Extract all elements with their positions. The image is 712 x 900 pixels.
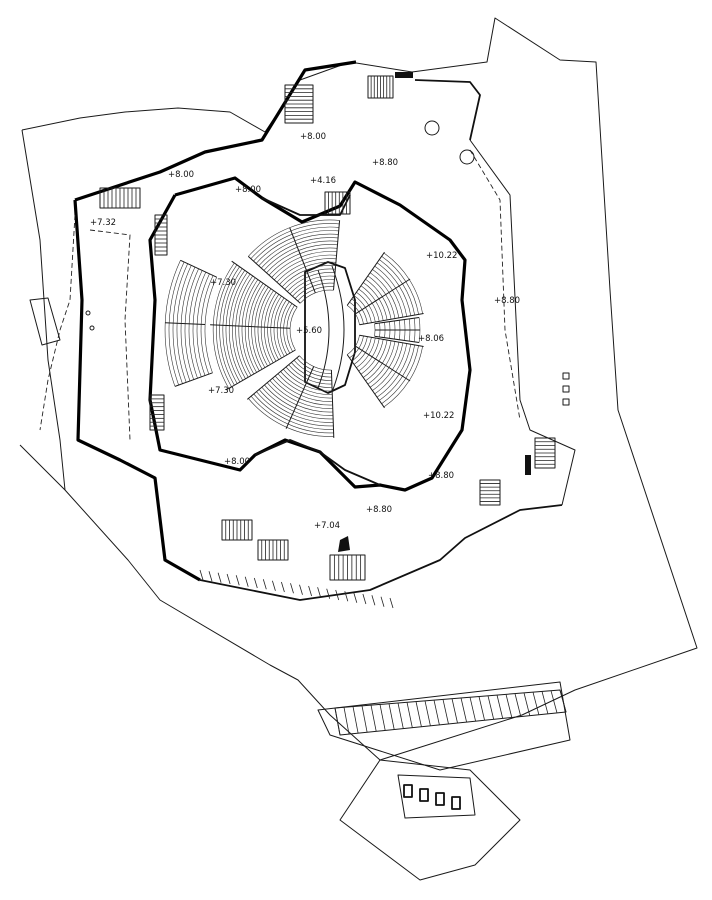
stairs (99, 75, 556, 609)
level-southwest-block: +7.30 (208, 386, 234, 396)
stair-southwest (149, 394, 165, 431)
stair-north-foyer (324, 191, 351, 215)
level-west-block: +7.30 (210, 278, 236, 288)
hall-boundary (148, 176, 472, 492)
seating (164, 219, 424, 438)
stair-south-2 (257, 539, 289, 561)
level-nw-outer: +8.00 (168, 170, 194, 180)
stair-west-inner (154, 214, 168, 256)
stair-south-1 (221, 519, 253, 541)
level-stage: +5.60 (296, 326, 322, 336)
east-windows (562, 372, 570, 406)
level-east-terrace: +8.06 (418, 334, 444, 344)
seating-east-lower (346, 334, 424, 409)
south-ramp (334, 689, 567, 736)
site-outline (19, 17, 698, 881)
stair-west (99, 187, 141, 209)
outer-shell (39, 60, 576, 601)
seating-south (246, 355, 335, 438)
level-nw-upper: +8.00 (300, 132, 326, 142)
columns (85, 120, 475, 331)
level-east-upper: +10.22 (426, 251, 457, 261)
stair-north (367, 75, 394, 99)
level-west: +7.32 (90, 218, 116, 228)
pavilion-squares (397, 774, 476, 819)
seating-east-terrace (374, 317, 421, 343)
level-north-upper: +8.00 (235, 185, 261, 195)
level-north-east: +8.80 (372, 158, 398, 168)
stair-south-east (479, 479, 501, 506)
level-labels: +5.60 +8.00 +8.00 +8.00 +4.16 +8.80 +7.3… (90, 132, 520, 531)
level-south: +8.00 (224, 457, 250, 467)
stair-south-3 (329, 554, 366, 581)
level-east-lower: +10.22 (423, 411, 454, 421)
level-south-east: +8.80 (366, 505, 392, 515)
seating-east-upper (346, 251, 424, 326)
level-north-foyer: +4.16 (310, 176, 336, 186)
south-gallery-hatch (199, 569, 394, 609)
seating-west-main (210, 260, 298, 391)
seating-west-upper (164, 259, 217, 387)
stage (304, 261, 356, 394)
stair-east (534, 437, 556, 469)
level-southeast: +8.80 (428, 471, 454, 481)
level-east-foyer: +8.80 (494, 296, 520, 306)
level-south-foyer: +7.04 (314, 521, 340, 531)
solid-markers (338, 72, 531, 552)
stair-north-west (284, 84, 314, 124)
seating-north (247, 219, 341, 304)
